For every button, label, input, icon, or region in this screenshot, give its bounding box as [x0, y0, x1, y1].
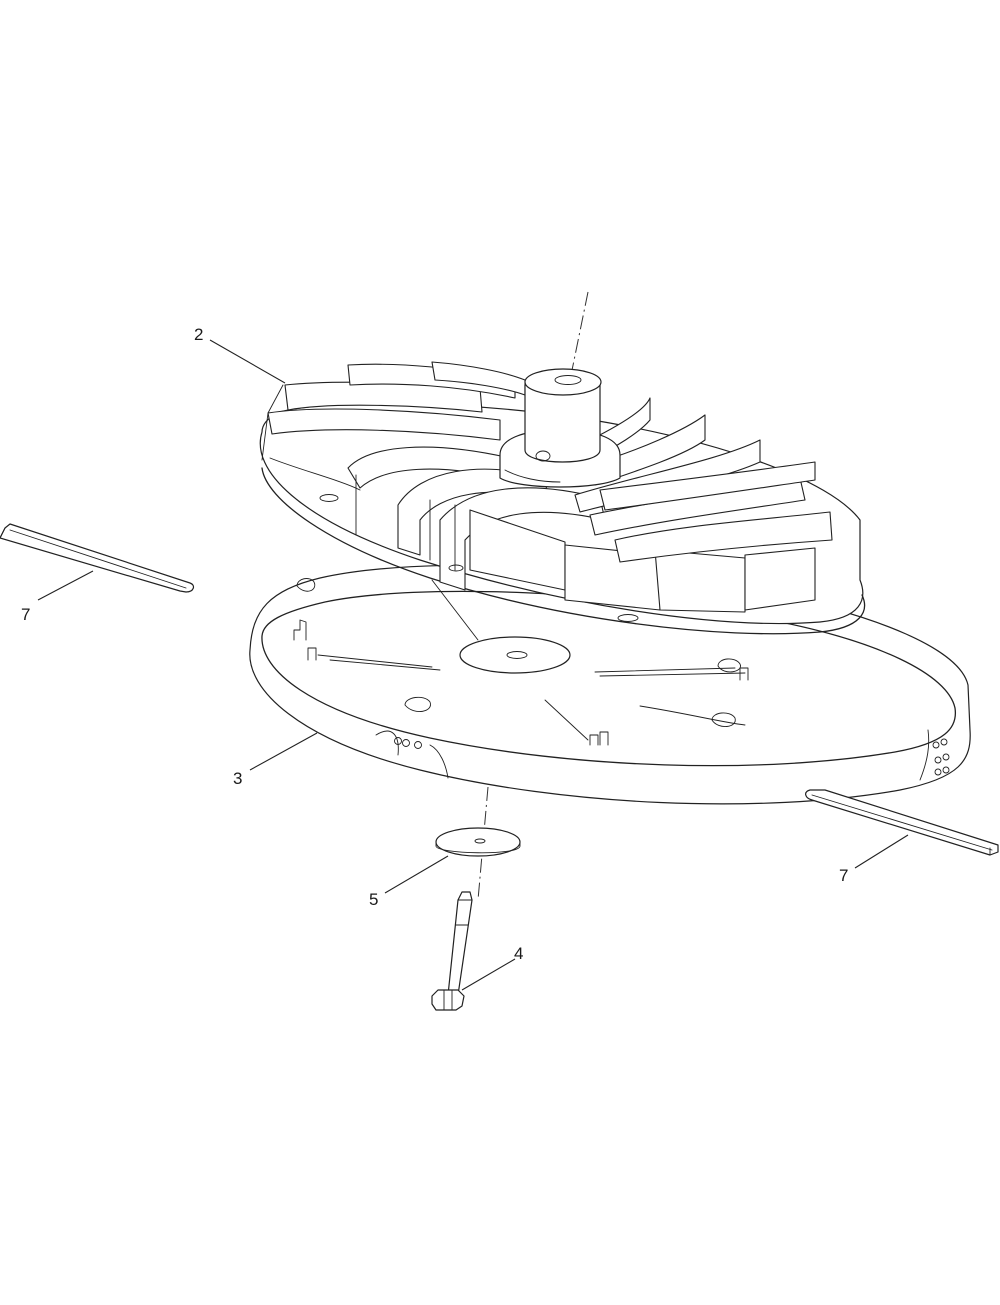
impeller	[259, 361, 866, 635]
callout-washer: 5	[369, 890, 378, 909]
callout-key-right: 7	[839, 866, 848, 885]
leader-2	[209, 339, 286, 384]
callout-housing-plate: 3	[233, 769, 242, 788]
washer	[435, 827, 521, 857]
callout-impeller: 2	[194, 325, 203, 344]
callout-key-left: 7	[21, 605, 30, 624]
bolt	[431, 891, 473, 1011]
center-axis-upper	[569, 291, 589, 381]
callout-bolt: 4	[514, 944, 523, 963]
key-left	[0, 523, 195, 593]
housing-plate	[249, 564, 971, 805]
leader-3	[249, 732, 318, 771]
leader-5	[384, 855, 449, 894]
key-right	[805, 789, 999, 856]
leader-7-left	[37, 570, 94, 601]
leader-4	[461, 958, 516, 991]
leader-7-right	[854, 834, 909, 869]
